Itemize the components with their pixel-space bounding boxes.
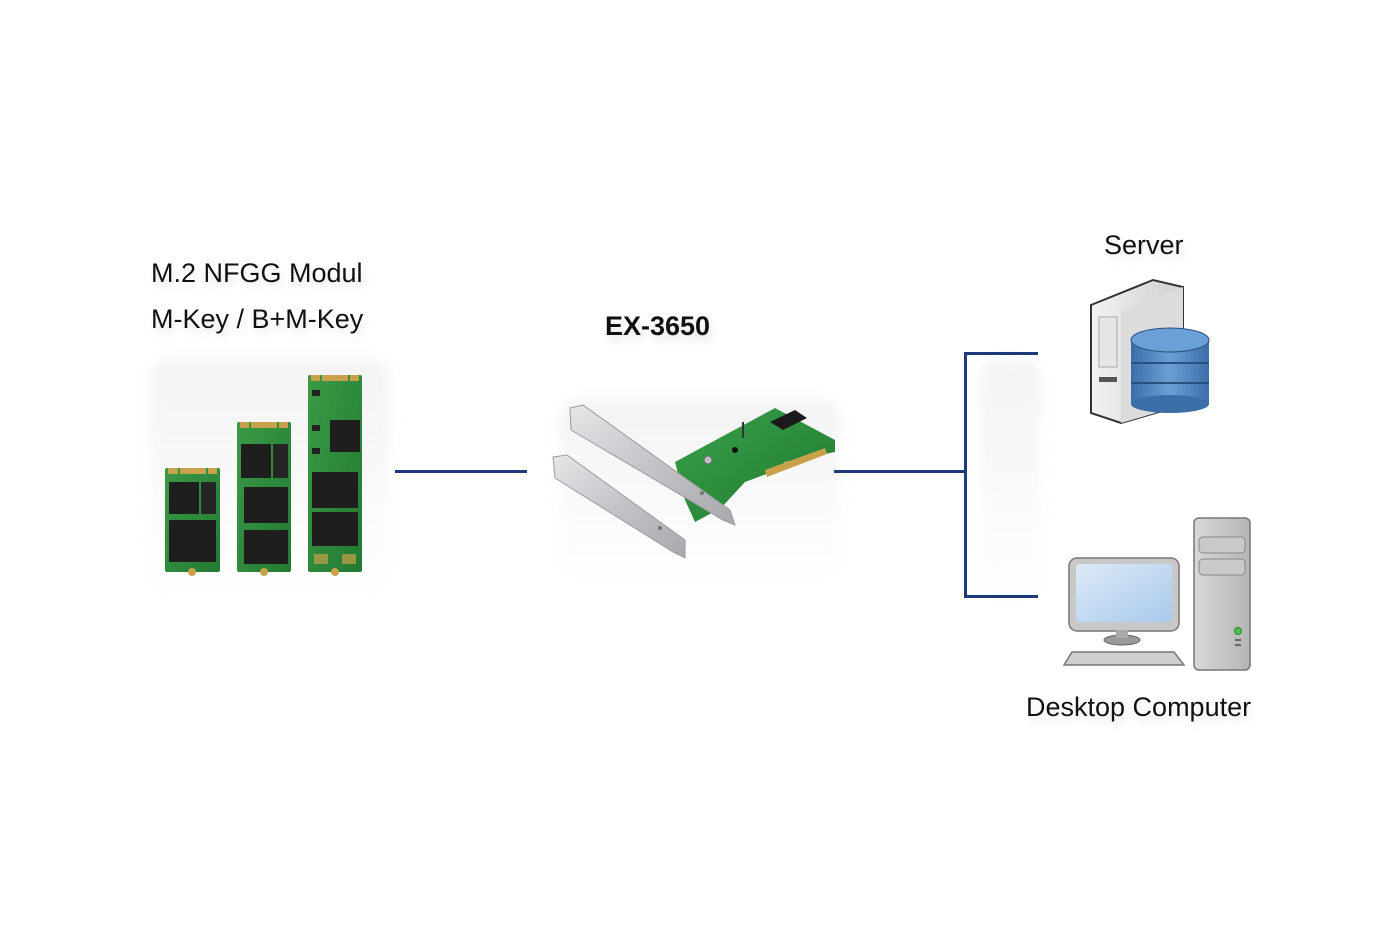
database-icon — [1130, 327, 1210, 413]
keyboard — [1062, 651, 1186, 666]
m2-modules-group — [165, 375, 362, 576]
connector-card-to-hosts — [834, 470, 966, 473]
connector-branch-server — [964, 352, 1038, 355]
m2-module-2280 — [308, 375, 362, 576]
desktop-label: Desktop Computer — [1026, 692, 1252, 722]
module-title-line1: M.2 NFGG Modul — [151, 258, 363, 288]
connector-vertical-branch — [964, 352, 967, 598]
card-title: EX-3650 — [605, 311, 711, 341]
low-profile-bracket — [552, 454, 686, 559]
m2-module-2242 — [165, 468, 220, 576]
module-title-line2: M-Key / B+M-Key — [151, 304, 364, 334]
m2-module-2260 — [237, 422, 291, 576]
pcie-card-pcb — [675, 408, 835, 522]
bracket-shadow — [980, 360, 1040, 610]
pcie-adapter-card-illustration — [552, 404, 835, 559]
connector-branch-desktop — [964, 595, 1038, 598]
monitor — [1068, 557, 1180, 646]
connector-modules-to-card — [395, 470, 527, 473]
server-label: Server — [1104, 230, 1184, 260]
pc-tower — [1193, 517, 1251, 671]
server-icon — [1090, 278, 1210, 425]
full-height-bracket — [569, 404, 736, 526]
desktop-computer-icon — [1062, 517, 1251, 671]
